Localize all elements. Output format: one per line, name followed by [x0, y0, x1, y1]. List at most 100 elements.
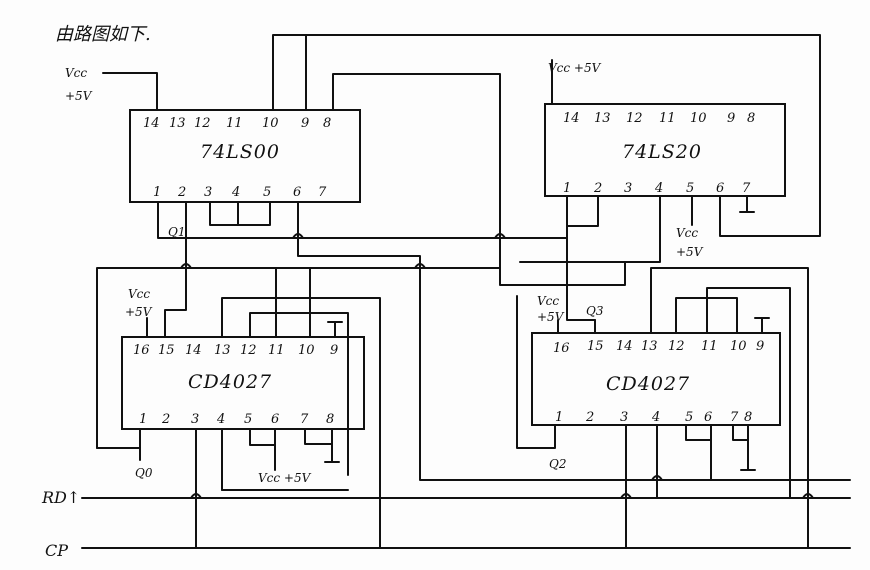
- chip-74ls00-bottom-pins: 1 2 3 4 5 6 7: [153, 185, 327, 200]
- wire: [566, 195, 599, 297]
- pin-label: 14: [185, 343, 202, 358]
- chip-cd4027-right-bottom-pins: 1 2 3 4 5 6 7 8: [555, 410, 752, 425]
- pin-label: 3: [620, 410, 628, 425]
- pin-label: 6: [293, 185, 301, 200]
- chip-74ls00-top-pins: 14 13 12 11 10 9 8: [143, 116, 331, 131]
- pin-label: 16: [133, 343, 150, 358]
- hop: [292, 233, 304, 239]
- pin-label: 12: [194, 116, 211, 131]
- pin-label: 3: [204, 185, 212, 200]
- vcc-label: +5V: [676, 245, 704, 259]
- pin-label: 1: [153, 185, 161, 200]
- wire: [519, 195, 661, 263]
- pin-label: 3: [624, 181, 632, 196]
- pin-label: 5: [686, 181, 694, 196]
- pin-label: 2: [585, 410, 594, 425]
- crossover-hops: [180, 233, 814, 499]
- pin-label: 14: [563, 111, 580, 126]
- pin-label: 10: [730, 339, 747, 354]
- wire: [221, 297, 381, 499]
- chip-74ls20-label: 74LS20: [622, 141, 702, 163]
- vcc-label: +5V: [65, 89, 93, 103]
- wire: [272, 34, 821, 237]
- wire: [754, 317, 770, 334]
- hop: [414, 263, 426, 269]
- wire: [332, 73, 501, 231]
- pin-label: 10: [298, 343, 315, 358]
- chip-cd4027-left-label: CD4027: [188, 371, 272, 393]
- pin-label: 2: [593, 181, 602, 196]
- rd-label: RD↑: [41, 488, 80, 507]
- wire: [275, 267, 311, 338]
- hop: [802, 493, 814, 499]
- pin-label: 6: [271, 412, 279, 427]
- chip-cd4027-left-bottom-pins: 1 2 3 4 5 6 7 8: [139, 412, 334, 427]
- pin-label: 7: [730, 410, 739, 425]
- pin-label: 10: [690, 111, 707, 126]
- pin-label: 8: [323, 116, 331, 131]
- vcc-label: Vcc: [676, 226, 698, 240]
- vcc-label: Vcc: [128, 287, 150, 301]
- chip-cd4027-left-top-pins: 16 15 14 13 12 11 10 9: [133, 343, 338, 358]
- q3-label: Q3: [586, 304, 604, 318]
- hop: [190, 493, 202, 499]
- vcc-label: +5V: [537, 310, 565, 324]
- wire: [249, 312, 349, 476]
- pin-label: 2: [177, 185, 186, 200]
- hop: [494, 233, 506, 239]
- pin-label: 14: [616, 339, 633, 354]
- pin-label: 15: [587, 339, 604, 354]
- wire: [675, 287, 791, 499]
- wire: [327, 321, 343, 338]
- hop: [620, 493, 632, 499]
- pin-label: 7: [742, 181, 751, 196]
- vcc-label: Vcc: [65, 66, 87, 80]
- pin-label: 7: [318, 185, 327, 200]
- pin-label: 11: [268, 343, 285, 358]
- pin-label: 9: [301, 116, 309, 131]
- pin-label: 6: [704, 410, 712, 425]
- pin-label: 4: [216, 412, 225, 427]
- pin-label: 9: [727, 111, 735, 126]
- wire: [96, 267, 501, 449]
- pin-label: 11: [659, 111, 676, 126]
- pin-label: 1: [555, 410, 563, 425]
- wire: [516, 295, 556, 449]
- wire: [297, 201, 851, 481]
- pin-label: 11: [226, 116, 243, 131]
- chip-74ls20-bottom-pins: 1 2 3 4 5 6 7: [563, 181, 751, 196]
- pin-label: 9: [330, 343, 338, 358]
- vcc-label: Vcc +5V: [548, 61, 602, 75]
- chip-cd4027-right-label: CD4027: [606, 373, 690, 395]
- q1-label: Q1: [168, 225, 185, 239]
- wire: [650, 267, 809, 549]
- pin-label: 12: [626, 111, 643, 126]
- wire: [499, 229, 531, 286]
- pin-label: 4: [651, 410, 660, 425]
- pin-label: 13: [641, 339, 658, 354]
- wire: [164, 201, 187, 338]
- pin-label: 1: [563, 181, 571, 196]
- pin-label: 8: [744, 410, 752, 425]
- pin-label: 12: [240, 343, 257, 358]
- pin-label: 2: [161, 412, 170, 427]
- chip-74ls20-top-pins: 14 13 12 11 10 9 8: [563, 111, 755, 126]
- pin-label: 5: [263, 185, 271, 200]
- wire: [249, 428, 276, 471]
- vcc-label: Vcc: [537, 294, 559, 308]
- pin-label: 1: [139, 412, 147, 427]
- pin-label: 13: [594, 111, 611, 126]
- pin-label: 14: [143, 116, 160, 131]
- wire: [96, 428, 141, 449]
- wire: [209, 201, 271, 226]
- q0-label: Q0: [135, 466, 153, 480]
- wire: [529, 261, 626, 286]
- hop: [180, 263, 192, 269]
- wire: [157, 201, 568, 239]
- pin-label: 9: [756, 339, 764, 354]
- pin-label: 8: [326, 412, 334, 427]
- wire: [566, 295, 596, 321]
- pin-label: 5: [244, 412, 252, 427]
